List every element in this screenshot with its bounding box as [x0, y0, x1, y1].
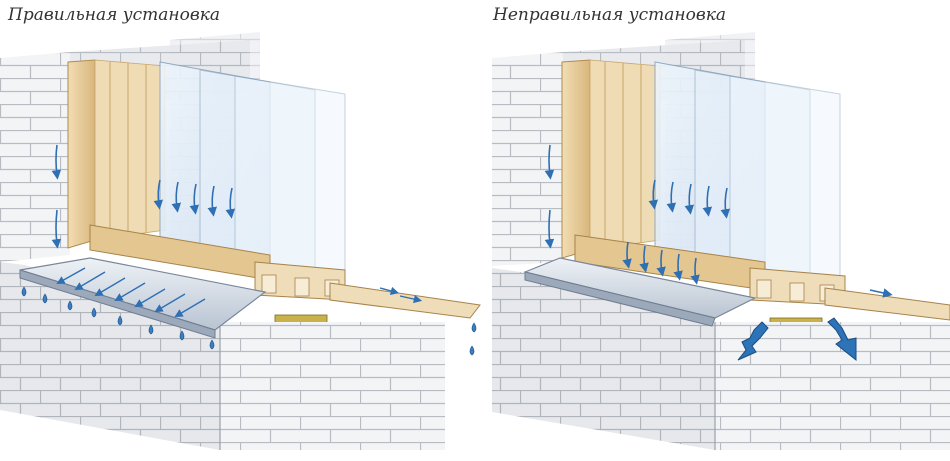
- water-flow-arrow-icon: [154, 293, 186, 313]
- exterior-sill-correct: [19, 257, 267, 339]
- glass-unit: [654, 61, 841, 285]
- panel-title-incorrect: Неправильная установка: [493, 5, 727, 25]
- lower-brick-wall: [492, 268, 950, 450]
- water-flow-arrow-icon: [399, 294, 423, 304]
- panel-incorrect-installation: [492, 32, 950, 450]
- water-flow-arrow-icon: [544, 144, 555, 180]
- water-flow-arrows-wall: [51, 144, 236, 249]
- water-flow-arrow-icon: [656, 249, 666, 277]
- exterior-sill-incorrect: [523, 257, 757, 327]
- water-flow-arrow-icon: [56, 267, 86, 285]
- water-flow-arrow-icon: [189, 183, 200, 215]
- water-flow-arrow-icon: [114, 282, 146, 302]
- water-drop-icon: [117, 315, 123, 326]
- panel-correct-installation: [0, 32, 481, 450]
- water-flow-arrow-icon: [639, 245, 649, 273]
- water-flow-arrow-icon: [666, 181, 677, 213]
- water-drop-icon: [209, 339, 215, 350]
- water-flow-arrow-icon: [51, 144, 62, 180]
- water-flow-arrow-icon: [684, 183, 695, 215]
- water-flow-arrow-icon: [51, 209, 62, 249]
- water-drop-icon: [471, 322, 477, 333]
- water-flow-arrow-icon: [94, 277, 126, 297]
- interior-window-board: [824, 287, 950, 321]
- leak-arrows: [737, 317, 857, 362]
- water-flow-arrow-icon: [720, 187, 731, 219]
- water-flow-arrow-icon: [622, 241, 632, 269]
- water-flow-arrow-icon: [171, 181, 182, 213]
- water-flow-arrow-icon: [648, 179, 659, 210]
- water-flow-arrows-wall: [544, 144, 893, 298]
- water-drop-icon: [67, 300, 73, 311]
- leak-arrow-icon: [737, 321, 769, 361]
- water-flow-arrow-icon: [673, 253, 683, 281]
- water-flow-arrow-icon: [690, 257, 700, 285]
- water-drop-icon: [91, 307, 97, 318]
- water-flow-arrow-icon: [225, 187, 236, 219]
- frame-bottom-profile: [574, 234, 846, 306]
- water-flow-arrow-icon: [379, 286, 400, 295]
- glass-unit: [159, 61, 346, 281]
- water-drop-icon: [42, 293, 48, 304]
- water-flow-arrow-icon: [869, 288, 893, 298]
- panel-title-correct: Правильная установка: [8, 5, 221, 25]
- water-drop-icon: [21, 286, 27, 297]
- water-drop-icon: [179, 330, 185, 341]
- water-flow-arrow-icon: [174, 298, 206, 318]
- water-flow-arrows-sill: [56, 267, 423, 318]
- water-drops: [21, 286, 477, 356]
- water-flow-arrow-icon: [702, 185, 713, 217]
- window-frame: [561, 59, 661, 259]
- water-flow-arrow-icon: [153, 179, 164, 210]
- water-flow-arrow-icon: [134, 288, 166, 308]
- water-drop-icon: [469, 345, 475, 356]
- interior-window-board: [329, 282, 481, 319]
- water-flow-arrow-icon: [544, 209, 555, 249]
- window-frame: [67, 59, 166, 249]
- water-flow-arrow-icon: [74, 271, 106, 291]
- water-drop-icon: [148, 324, 154, 335]
- water-flow-arrow-icon: [207, 185, 218, 217]
- leak-arrow-icon: [827, 317, 857, 362]
